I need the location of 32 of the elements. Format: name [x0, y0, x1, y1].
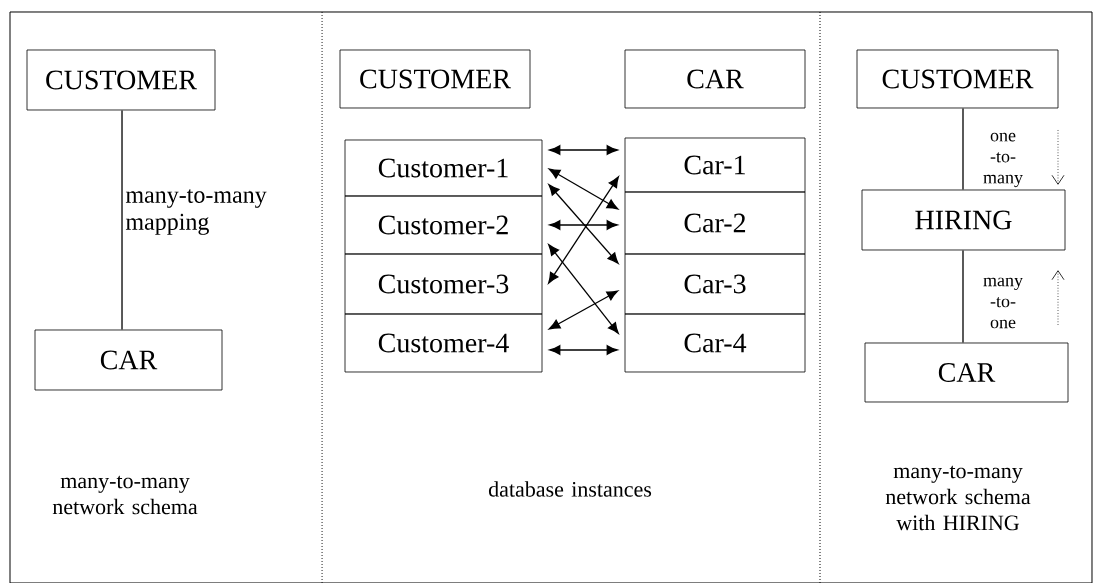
entity-box: Customer-3 — [344, 253, 543, 315]
connector — [962, 249, 964, 344]
edge-label: many-to-many mapping — [125, 189, 267, 235]
connector — [962, 107, 964, 191]
entity-box: CUSTOMER — [26, 49, 216, 111]
entity-box: CAR — [34, 329, 223, 391]
connector — [549, 145, 618, 155]
entity-box: Car-2 — [624, 191, 806, 255]
entity-box: CAR — [864, 342, 1069, 403]
entity-box: Customer-4 — [344, 313, 543, 373]
caption: many-to-many network schema — [52, 475, 198, 515]
entity-box: HIRING — [861, 189, 1066, 251]
connector — [121, 109, 123, 331]
caption: many-to-many network schema with HIRING — [885, 465, 1031, 531]
entity-box: CAR — [624, 49, 806, 109]
entity-box: Customer-2 — [344, 195, 543, 255]
entity-box: Car-4 — [624, 313, 806, 373]
connector — [548, 176, 619, 284]
connector — [548, 168, 619, 210]
connector — [549, 220, 618, 230]
connector — [548, 290, 619, 330]
entity-box: Customer-1 — [344, 139, 543, 197]
caption: database instances — [488, 481, 652, 497]
connector — [548, 184, 619, 264]
edge-label: many -to- one — [983, 277, 1023, 329]
edge-label: one -to- many — [983, 132, 1023, 188]
entity-box: CUSTOMER — [856, 49, 1059, 109]
connector — [548, 244, 619, 334]
entity-box: Car-1 — [624, 137, 806, 193]
entity-box: CUSTOMER — [339, 49, 531, 109]
entity-box: Car-3 — [624, 253, 806, 315]
connector — [549, 345, 618, 355]
